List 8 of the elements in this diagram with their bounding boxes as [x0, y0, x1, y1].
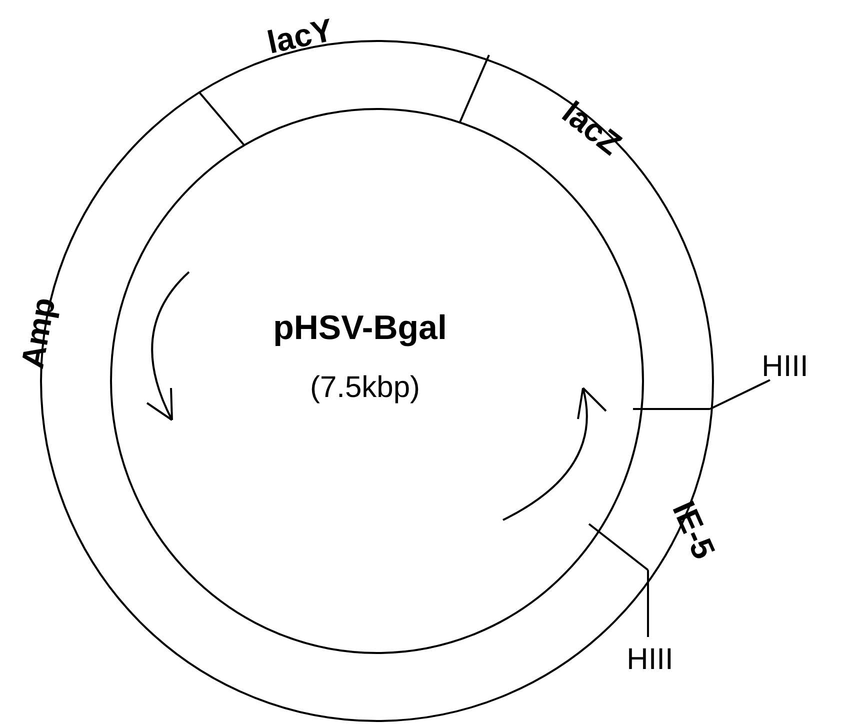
site-label: HIII: [762, 352, 808, 382]
plasmid-size: (7.5kbp): [310, 373, 420, 403]
gene-label: IE-5: [667, 496, 721, 564]
leader-line: [647, 570, 649, 637]
plasmid-name: pHSV-Bgal: [273, 311, 447, 345]
site-label: HIII: [626, 645, 674, 675]
leader-line: [710, 379, 770, 410]
gene-label: lacY: [264, 14, 336, 58]
